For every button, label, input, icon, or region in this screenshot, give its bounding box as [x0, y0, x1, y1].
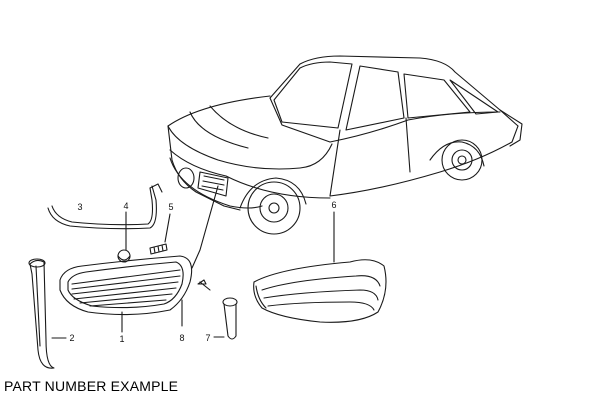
callout-6: 6 — [331, 200, 336, 210]
small-screw-part-icon — [181, 279, 211, 327]
grommet-part-icon — [213, 297, 238, 340]
callout-3: 3 — [77, 202, 82, 212]
car-body-outline-icon — [167, 55, 523, 235]
screw-part-icon — [149, 213, 171, 255]
side-trim-part-icon — [28, 258, 67, 369]
caption-text: PART NUMBER EXAMPLE — [4, 378, 179, 394]
callout-5: 5 — [168, 202, 173, 212]
callout-4: 4 — [123, 201, 128, 211]
leader-line-car — [191, 185, 219, 269]
callout-8: 8 — [179, 333, 184, 343]
grille-frame-trim-icon — [47, 183, 163, 230]
front-grille-part-icon — [59, 255, 193, 333]
callout-1: 1 — [119, 334, 124, 344]
clip-part-icon — [117, 211, 131, 263]
callout-7: 7 — [205, 333, 210, 343]
callout-2: 2 — [69, 333, 74, 343]
bumper-corner-part-icon — [253, 211, 387, 323]
